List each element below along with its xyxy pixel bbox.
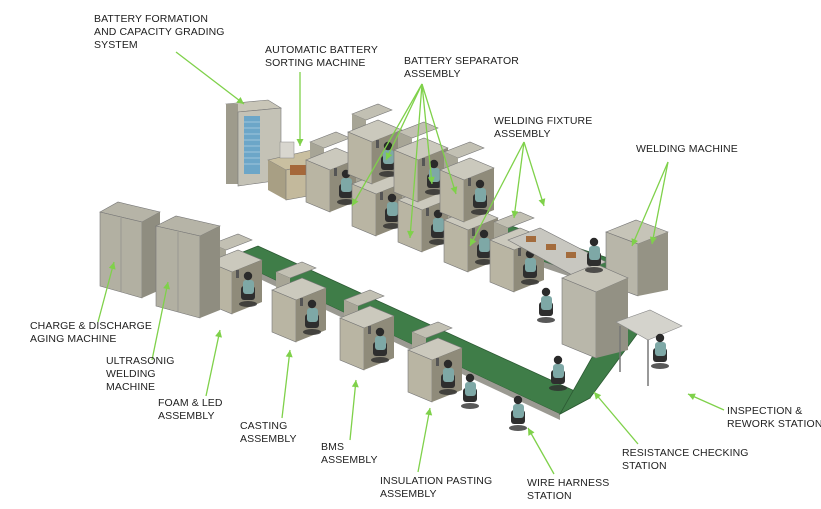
label-automatic-sorting: AUTOMATIC BATTERY SORTING MACHINE bbox=[265, 44, 378, 70]
resistance-checking-station bbox=[562, 264, 628, 358]
lower-station-3 bbox=[340, 290, 394, 370]
leader-2 bbox=[297, 72, 304, 146]
leader-16 bbox=[282, 350, 293, 418]
leader-15 bbox=[206, 330, 222, 396]
lower-station-4 bbox=[408, 322, 462, 402]
label-battery-formation: BATTERY FORMATION AND CAPACITY GRADING S… bbox=[94, 13, 225, 52]
leader-17 bbox=[350, 380, 359, 440]
leader-19 bbox=[528, 428, 554, 474]
label-ultrasonic-welding: ULTRASONIG WELDING MACHINE bbox=[106, 355, 174, 394]
label-foam-led: FOAM & LED ASSEMBLY bbox=[158, 397, 223, 423]
label-resistance-checking: RESISTANCE CHECKING STATION bbox=[622, 447, 749, 473]
leader-20 bbox=[594, 392, 638, 444]
operator-3 bbox=[651, 334, 669, 369]
label-insulation-pasting: INSULATION PASTING ASSEMBLY bbox=[380, 475, 492, 501]
lower-stations bbox=[208, 234, 462, 402]
leader-18 bbox=[418, 408, 432, 472]
label-welding-machine: WELDING MACHINE bbox=[636, 143, 738, 156]
ultrasonic-cabinet bbox=[156, 216, 220, 318]
label-inspection-rework: INSPECTION & REWORK STATION bbox=[727, 405, 821, 431]
aging-cabinet bbox=[100, 202, 160, 298]
leader-21 bbox=[688, 394, 724, 410]
operator-1 bbox=[537, 288, 555, 323]
leader-10 bbox=[524, 142, 545, 206]
label-charge-discharge: CHARGE & DISCHARGE AGING MACHINE bbox=[30, 320, 152, 346]
label-casting: CASTING ASSEMBLY bbox=[240, 420, 297, 446]
leader-1 bbox=[176, 52, 244, 104]
label-welding-fixture: WELDING FIXTURE ASSEMBLY bbox=[494, 115, 592, 141]
label-wire-harness: WIRE HARNESS STATION bbox=[527, 477, 609, 503]
label-separator-assembly: BATTERY SEPARATOR ASSEMBLY bbox=[404, 55, 519, 81]
upper-station-8 bbox=[440, 142, 494, 222]
label-bms: BMS ASSEMBLY bbox=[321, 441, 378, 467]
